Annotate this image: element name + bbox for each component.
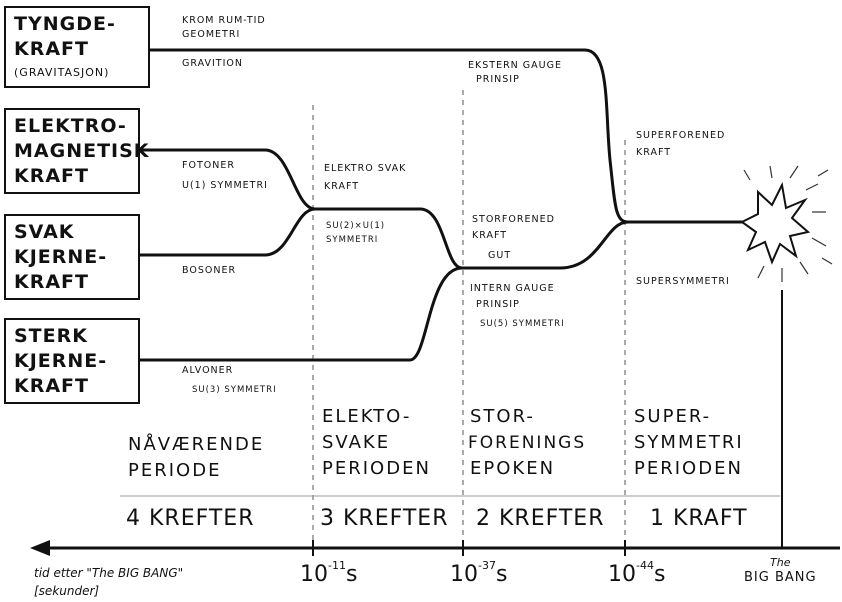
gravity-title-line-1: TYNGDE- bbox=[14, 13, 116, 35]
tick-1-exp: -11 bbox=[328, 558, 346, 572]
label-storforened-2: KRAFT bbox=[472, 230, 508, 241]
weak-title-line-1: SVAK bbox=[14, 221, 75, 243]
big-bang-label-line-2: BIG BANG bbox=[744, 570, 817, 585]
period-4-line-3: PERIODEN bbox=[634, 458, 743, 479]
period-3-line-3: EPOKEN bbox=[470, 458, 556, 479]
burst-rays bbox=[743, 165, 833, 282]
tick-label-1: 10-11s bbox=[300, 558, 358, 587]
tick-label-2: 10-37s bbox=[450, 558, 508, 587]
label-alvoner: ALVONER bbox=[182, 365, 234, 376]
strong-title-line-1: STERK bbox=[14, 325, 88, 347]
label-u1: U(1) SYMMETRI bbox=[182, 180, 268, 191]
count-period-2: 3 KREFTER bbox=[320, 506, 449, 531]
tick-3-base: 10 bbox=[608, 562, 636, 587]
tick-3-unit: s bbox=[653, 562, 666, 587]
tick-1-base: 10 bbox=[300, 562, 328, 587]
period-2-line-2: SVAKE bbox=[322, 432, 391, 453]
time-caption-line-2: [sekunder] bbox=[34, 584, 100, 598]
label-storforened-1: STORFORENED bbox=[472, 214, 555, 225]
em-title-line-3: KRAFT bbox=[14, 165, 89, 187]
box-electromagnetic: ELEKTRO- MAGNETISK KRAFT bbox=[4, 108, 149, 194]
strong-title-line-3: KRAFT bbox=[14, 375, 89, 397]
period-dividers bbox=[312, 90, 626, 548]
em-line bbox=[138, 148, 317, 211]
label-gut: GUT bbox=[488, 250, 512, 261]
box-strong: STERK KJERNE- KRAFT bbox=[4, 318, 140, 404]
box-gravity: TYNGDE- KRAFT (GRAVITASJON) bbox=[4, 6, 150, 88]
time-axis-arrowhead bbox=[30, 540, 50, 556]
label-intern-1: INTERN GAUGE bbox=[470, 283, 555, 294]
label-superforened-1: SUPERFORENED bbox=[636, 130, 726, 141]
label-su2-symmetri: SYMMETRI bbox=[326, 235, 379, 245]
period-4-line-1: SUPER- bbox=[634, 406, 712, 427]
label-intern-2: PRINSIP bbox=[476, 299, 520, 310]
label-su2: SU(2)×U(1) bbox=[326, 221, 386, 231]
label-elektrosvak-2: KRAFT bbox=[324, 181, 360, 192]
strong-title-line-2: KJERNE- bbox=[14, 350, 108, 372]
label-supersymmetri: SUPERSYMMETRI bbox=[636, 276, 730, 287]
label-fotoner: FOTONER bbox=[182, 160, 235, 171]
tick-3-exp: -44 bbox=[636, 558, 654, 572]
period-1-line-2: PERIODE bbox=[128, 460, 222, 481]
count-period-1: 4 KREFTER bbox=[126, 506, 255, 531]
big-bang-label-line-1: The bbox=[770, 556, 791, 569]
force-lines bbox=[138, 48, 762, 362]
label-su5: SU(5) SYMMETRI bbox=[480, 319, 565, 329]
tick-2-base: 10 bbox=[450, 562, 478, 587]
period-3-line-2: FORENINGS bbox=[468, 433, 587, 453]
em-title-line-2: MAGNETISK bbox=[14, 140, 150, 162]
grand-unified-line bbox=[460, 220, 630, 270]
tick-2-exp: -37 bbox=[478, 558, 496, 572]
label-krom-2: GEOMETRI bbox=[182, 29, 241, 40]
weak-title-line-3: KRAFT bbox=[14, 271, 89, 293]
label-ekstern-1: EKSTERN GAUGE bbox=[468, 60, 562, 71]
period-2-line-1: ELEKTO- bbox=[322, 406, 412, 427]
gravity-subtitle: (GRAVITASJON) bbox=[14, 66, 110, 79]
label-su3: SU(3) SYMMETRI bbox=[192, 385, 277, 395]
gravity-title-line-2: KRAFT bbox=[14, 38, 89, 60]
label-ekstern-2: PRINSIP bbox=[476, 74, 520, 85]
period-2-line-3: PERIODEN bbox=[322, 458, 431, 479]
big-bang-burst bbox=[740, 165, 833, 282]
weak-title-line-2: KJERNE- bbox=[14, 246, 108, 268]
em-title-line-1: ELEKTRO- bbox=[14, 115, 127, 137]
strong-line bbox=[138, 266, 464, 362]
label-krom-1: KROM RUM-TID bbox=[182, 15, 266, 26]
time-axis bbox=[30, 290, 840, 556]
period-1-line-1: NÅVÆRENDE bbox=[128, 434, 265, 455]
period-3-line-1: STOR- bbox=[470, 406, 535, 427]
tick-2-unit: s bbox=[495, 562, 508, 587]
time-caption-line-1: tid etter "The BIG BANG" bbox=[34, 566, 184, 580]
tick-1-unit: s bbox=[345, 562, 358, 587]
label-superforened-2: KRAFT bbox=[636, 147, 672, 158]
label-elektrosvak-1: ELEKTRO SVAK bbox=[324, 163, 407, 174]
electroweak-line bbox=[313, 207, 464, 270]
tick-label-3: 10-44s bbox=[608, 558, 666, 587]
weak-line bbox=[138, 207, 317, 257]
period-4-line-2: SYMMETRI bbox=[634, 432, 744, 453]
box-weak: SVAK KJERNE- KRAFT bbox=[4, 214, 140, 300]
label-bosoner: BOSONER bbox=[182, 265, 237, 276]
burst-star-shape bbox=[740, 181, 811, 265]
count-period-4: 1 KRAFT bbox=[650, 506, 748, 531]
gravity-line bbox=[148, 48, 630, 224]
label-gravition: GRAVITION bbox=[182, 58, 243, 69]
count-period-3: 2 KREFTER bbox=[476, 506, 605, 531]
